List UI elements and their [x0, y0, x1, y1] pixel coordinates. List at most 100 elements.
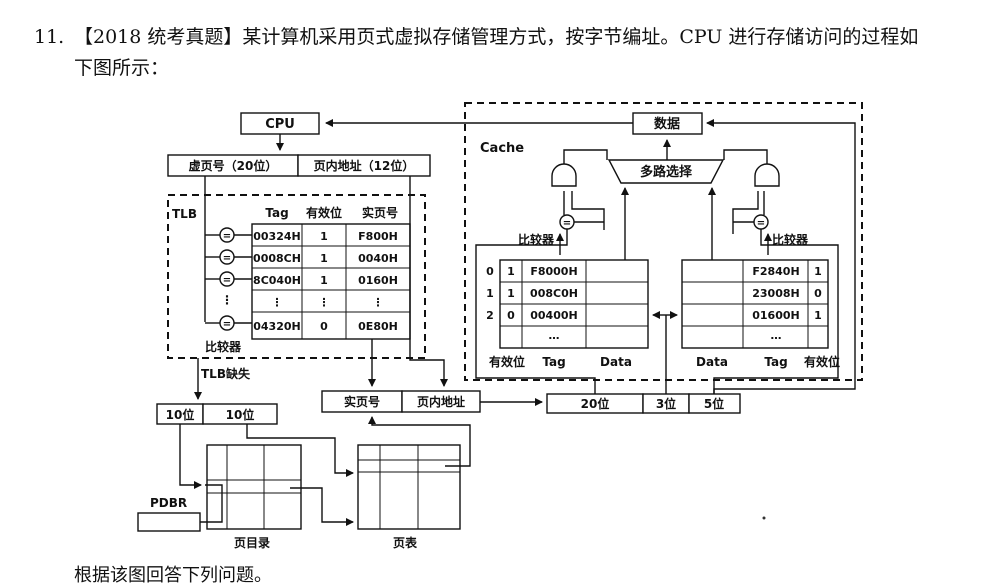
left-gate-to-mux: [563, 149, 608, 164]
and-gate-right-icon: [754, 163, 780, 187]
dir-to-table-arrow: [290, 487, 354, 526]
page-table-label: 页表: [393, 535, 418, 550]
cache-tag: F2840H: [752, 265, 799, 278]
cache-tag: 00400H: [530, 309, 577, 322]
cache-set-index: 1: [486, 287, 494, 300]
left-footer-tag: Tag: [542, 355, 565, 369]
table-index-box: [202, 403, 278, 425]
cache-tag: 01600H: [752, 309, 799, 322]
tlb-miss-label: TLB缺失: [201, 366, 251, 381]
table-index-label: 10位: [226, 407, 255, 422]
speck: [762, 516, 766, 520]
dir-index-label: 10位: [166, 407, 195, 422]
cache-tag: 23008H: [752, 287, 799, 300]
tlb-header-frame: 实页号: [362, 205, 398, 220]
va-page-label: 虚页号（20位）: [189, 158, 278, 173]
cache-valid: 0: [814, 287, 822, 300]
cache-offset-bits-label: 5位: [704, 396, 724, 411]
cache-tag: …: [549, 329, 560, 342]
tlb-comparator-label: 比较器: [205, 339, 242, 354]
tlb-region: [167, 194, 426, 359]
question-line-2: 下图所示：: [74, 57, 170, 79]
tag-bus-left: [475, 229, 596, 394]
offset-arrow: [409, 176, 448, 387]
pa-page-label: 实页号: [344, 394, 380, 409]
tag-bus-right: [713, 229, 839, 394]
right-footer-tag: Tag: [764, 355, 787, 369]
va-offset-box: [297, 154, 431, 177]
tlb-cell: 0E80H: [358, 320, 398, 333]
left-valid-line: [571, 191, 605, 230]
cache-set-index: 0: [486, 265, 494, 278]
right-valid-line: [732, 191, 759, 234]
cache-set-index: 2: [486, 309, 494, 322]
mux: [607, 159, 725, 184]
tlb-cell: 0160H: [358, 274, 398, 287]
pdbr-link: [200, 484, 223, 523]
left-footer-data: Data: [600, 355, 632, 369]
tlb-cell: ⋮: [272, 296, 283, 309]
cache-tag: …: [771, 329, 782, 342]
tlb-header-valid: 有效位: [306, 205, 342, 220]
table-to-frame-arrow: [368, 416, 471, 467]
pa-offset-label: 页内地址: [417, 394, 465, 409]
tlb-cell: 0: [320, 320, 328, 333]
tlb-cell: 8C040H: [253, 274, 301, 287]
tlb-cell: 1: [320, 252, 328, 265]
page-directory-label: 页目录: [234, 536, 270, 550]
cpu-label: CPU: [265, 117, 295, 132]
tlb-cell: ⋮: [373, 296, 384, 309]
left-footer-valid: 有效位: [489, 354, 525, 369]
cache-valid: 1: [507, 287, 515, 300]
right-footer-valid: 有效位: [804, 354, 840, 369]
tlb-cell: ⋮: [319, 296, 330, 309]
tlb-comparators: = = = = ⋮: [205, 227, 252, 331]
tlb-header-tag: Tag: [265, 206, 288, 220]
tlb-table: [251, 223, 411, 340]
question-line-1: 【2018 统考真题】某计算机采用页式虚拟存储管理方式，按字节编址。CPU 进行…: [74, 26, 919, 48]
svg-text:=: =: [223, 275, 231, 286]
cache-valid: 1: [814, 309, 822, 322]
tlb-cell: 00324H: [253, 230, 300, 243]
cache-label: Cache: [480, 141, 524, 156]
svg-text:=: =: [563, 218, 571, 229]
tlb-cell: F800H: [358, 230, 398, 243]
svg-text:=: =: [757, 218, 765, 229]
right-gate-to-mux: [723, 149, 768, 164]
pdbr-label: PDBR: [150, 496, 187, 510]
svg-text:=: =: [223, 319, 231, 330]
svg-text:⋮: ⋮: [221, 293, 233, 307]
offset-to-data-arrow: [706, 119, 856, 394]
svg-text:=: =: [223, 231, 231, 242]
tlb-cell: 0008CH: [253, 252, 301, 265]
tlb-cell: 04320H: [253, 320, 300, 333]
tlb-cell: 0040H: [358, 252, 398, 265]
cache-tag: 008C0H: [530, 287, 578, 300]
question-number: 11.: [34, 26, 65, 48]
cache-valid: 0: [507, 309, 515, 322]
cache-valid: 1: [507, 265, 515, 278]
tlb-cell: 1: [320, 230, 328, 243]
va-offset-label: 页内地址（12位）: [314, 158, 415, 173]
cache-region: [464, 102, 863, 381]
comparator-left-label: 比较器: [518, 232, 555, 247]
right-footer-data: Data: [696, 355, 728, 369]
page-directory: [206, 444, 302, 530]
page-table: [357, 444, 461, 530]
tlb-label: TLB: [172, 207, 197, 221]
dir-index-arrow: [179, 424, 202, 489]
cache-tag: F8000H: [530, 265, 577, 278]
cache-tag-bits-label: 20位: [581, 396, 610, 411]
tlb-cell: 1: [320, 274, 328, 287]
question-footer: 根据该图回答下列问题。: [74, 565, 272, 586]
svg-text:=: =: [223, 253, 231, 264]
comparator-right-label: 比较器: [772, 232, 809, 247]
and-gate-left-icon: [551, 163, 577, 187]
mux-label: 多路选择: [640, 164, 693, 180]
question-text: 11. 【2018 统考真题】某计算机采用页式虚拟存储管理方式，按字节编址。CPU…: [34, 22, 974, 84]
cache-valid: 1: [814, 265, 822, 278]
data-label: 数据: [654, 116, 680, 132]
cache-index-bits-label: 3位: [656, 396, 676, 411]
table-index-arrow: [246, 424, 354, 477]
